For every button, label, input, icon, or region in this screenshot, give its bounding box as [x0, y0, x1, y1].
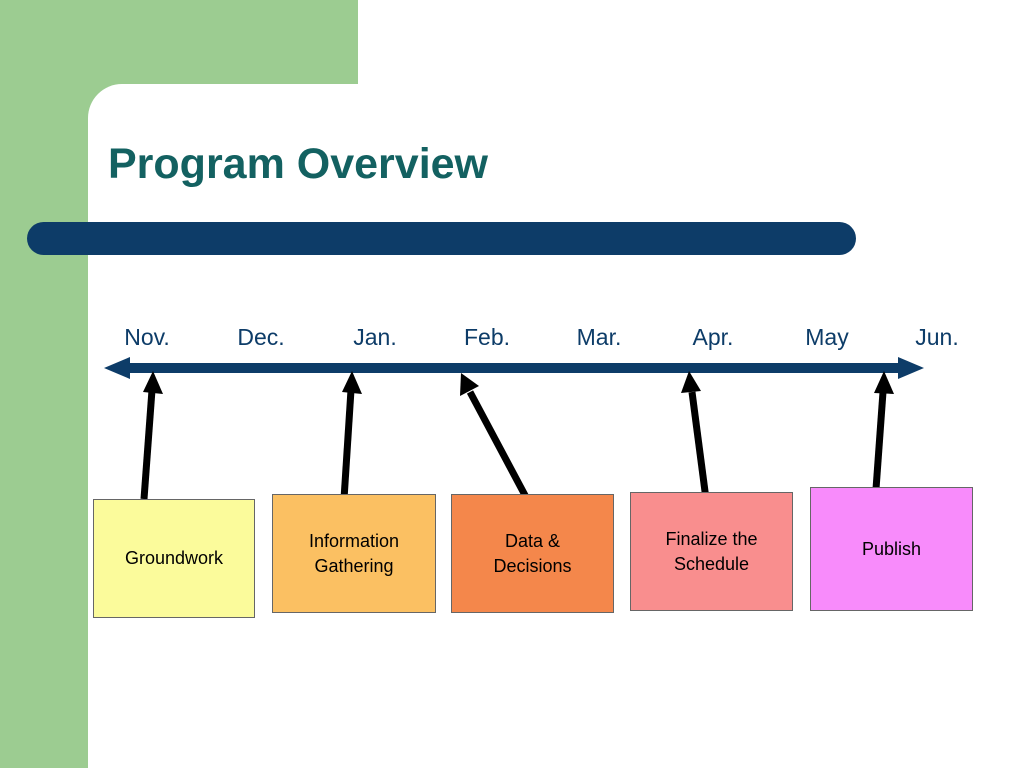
month-label-8: Jun.: [915, 324, 959, 350]
phase-box-groundwork[interactable]: Groundwork: [93, 499, 255, 618]
phase-label-groundwork: Groundwork: [124, 548, 224, 569]
phase-label-data-decisions: Data & Decisions: [493, 531, 572, 576]
month-label-7: May: [805, 324, 849, 350]
page-title: Program Overview: [108, 140, 489, 188]
month-label-3: Jan.: [353, 324, 397, 350]
month-label-6: Apr.: [692, 324, 734, 350]
phase-box-information-gathering[interactable]: Information Gathering: [272, 494, 436, 613]
phase-label-finalize-schedule: Finalize the Schedule: [665, 529, 758, 574]
phase-box-finalize-schedule[interactable]: Finalize the Schedule: [630, 492, 793, 611]
phase-box-data-decisions[interactable]: Data & Decisions: [451, 494, 614, 613]
white-content-panel: [88, 84, 1024, 768]
title-underline-bar: [27, 222, 856, 255]
timeline-month-labels: Nov. Dec. Jan. Feb. Mar. Apr. May Jun.: [92, 324, 959, 354]
month-label-2: Dec.: [237, 324, 285, 350]
phase-box-publish[interactable]: Publish: [810, 487, 973, 611]
phase-label-publish: Publish: [861, 538, 922, 559]
month-label-1: Nov.: [124, 324, 170, 350]
month-label-4: Feb.: [463, 324, 511, 350]
timeline-arrow: [104, 357, 924, 379]
phase-label-information-gathering: Information Gathering: [308, 531, 400, 576]
month-label-5: Mar.: [576, 324, 622, 350]
